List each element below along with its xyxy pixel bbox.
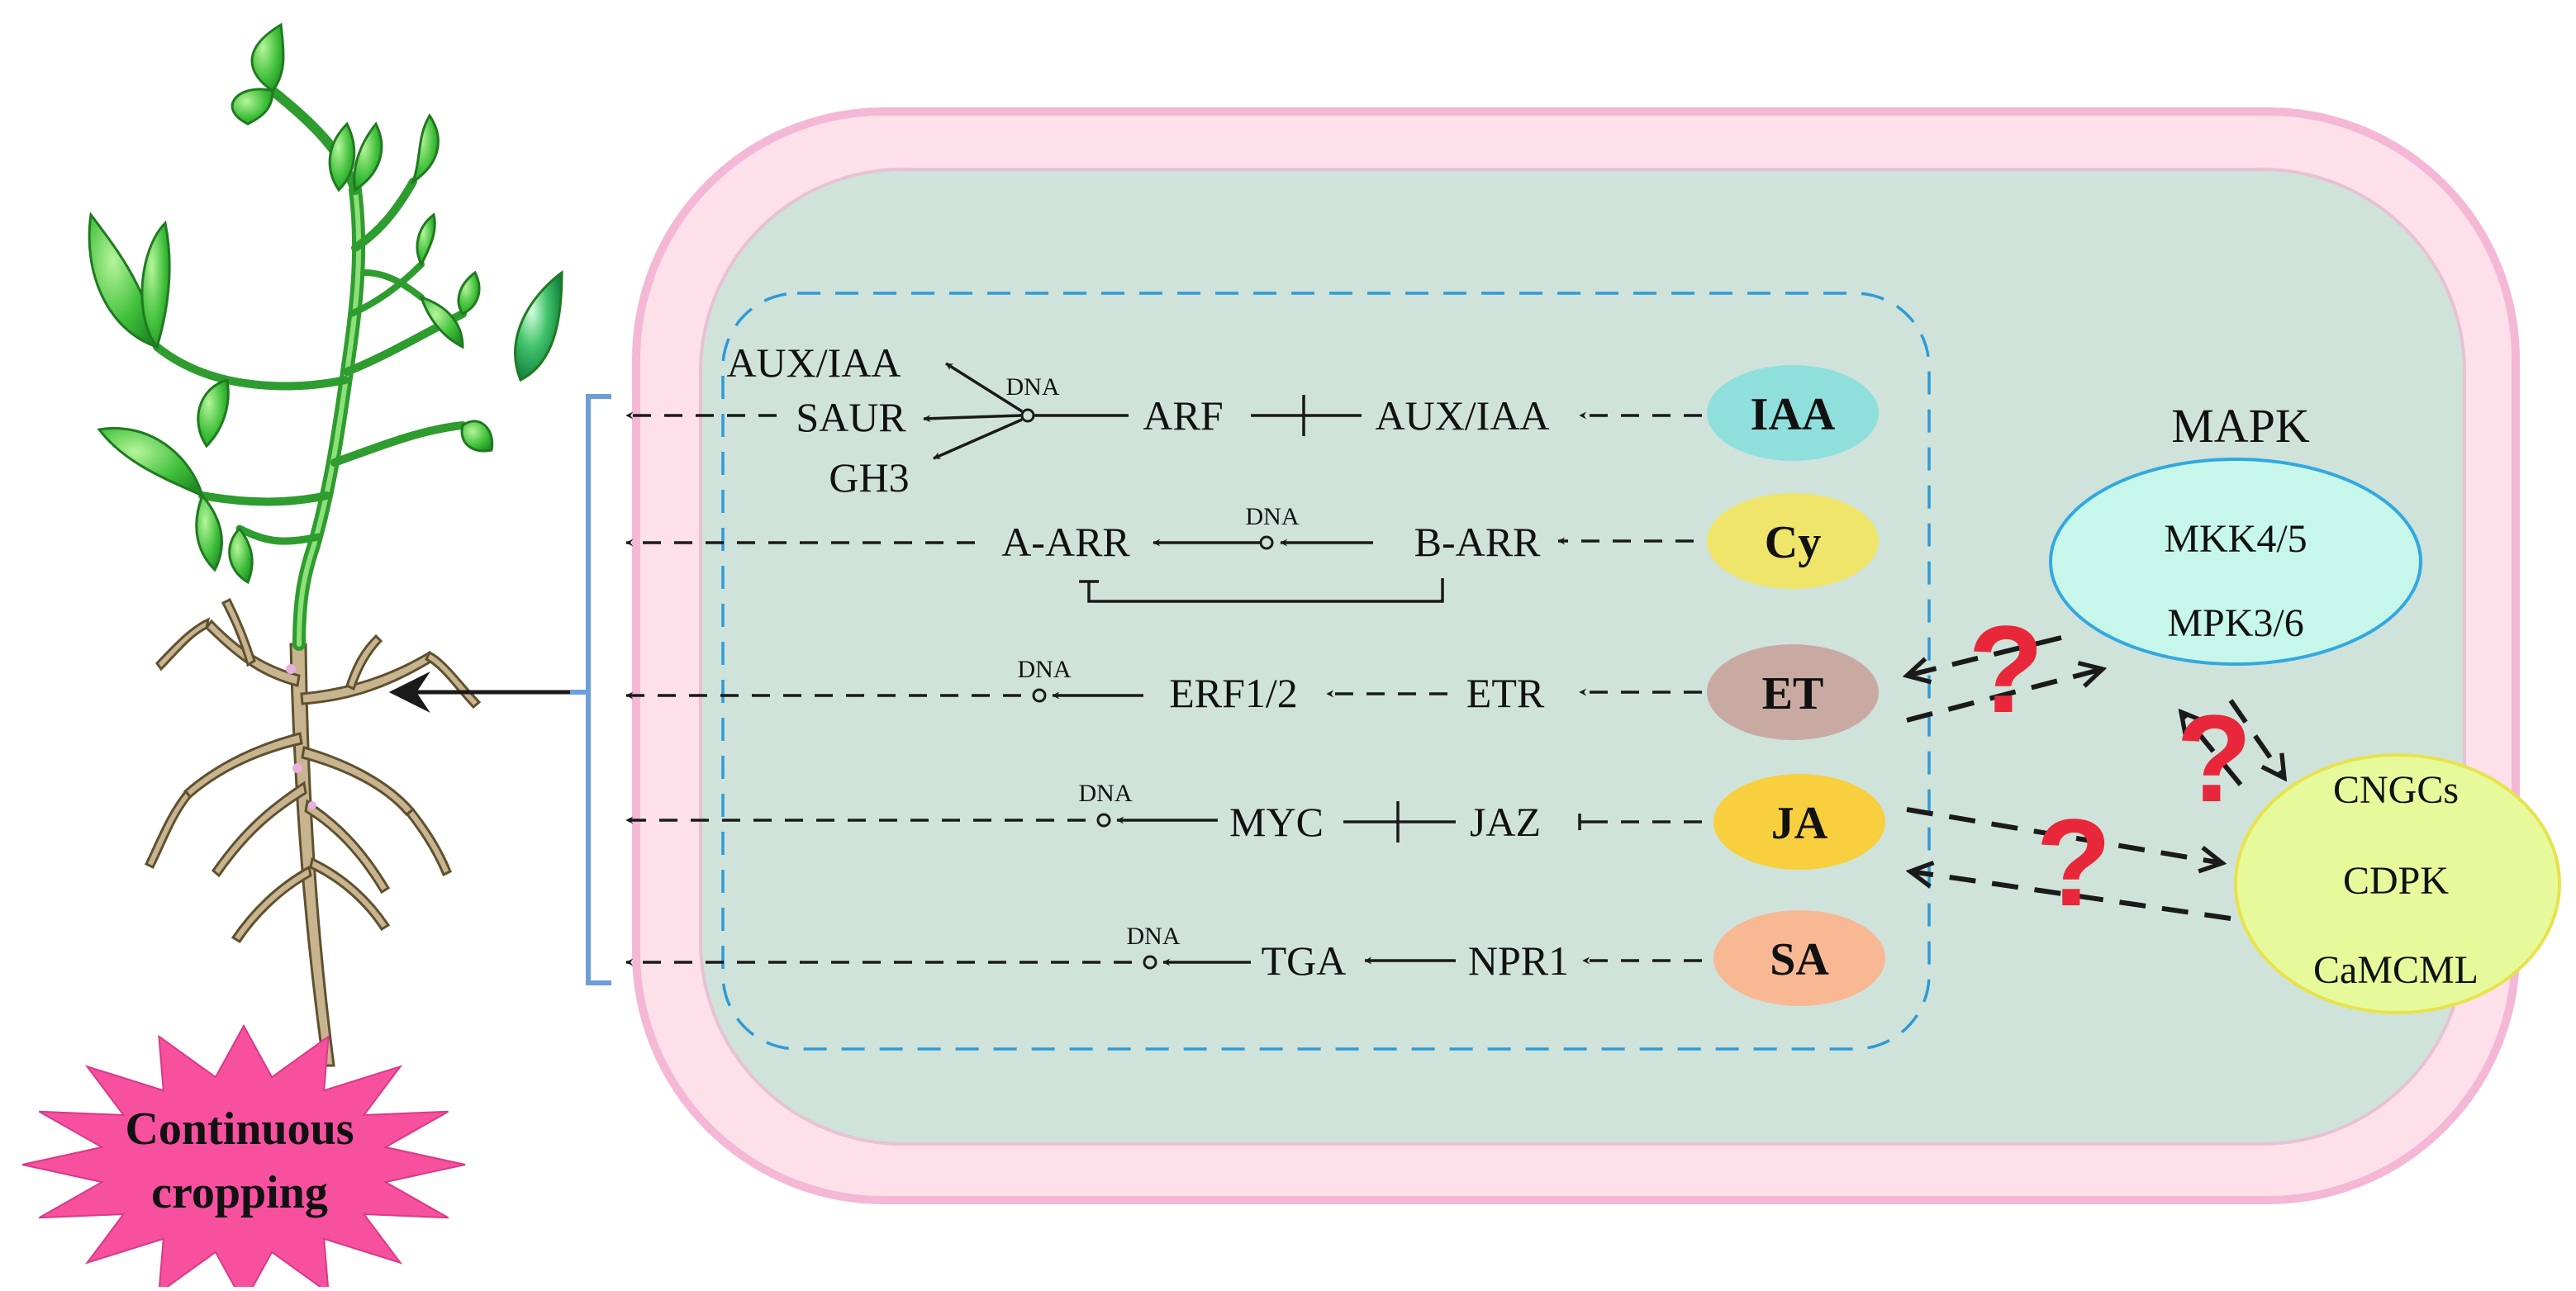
hormone-sa-label: SA: [1770, 934, 1829, 985]
hormone-cy: [1707, 493, 1879, 589]
pathway-cy: B-ARR DNA A-ARR: [625, 503, 1694, 603]
hormone-sa: [1713, 910, 1885, 1006]
iaa-dna-label: DNA: [1006, 373, 1060, 401]
calcium-item-1: CNGCs: [2333, 768, 2459, 812]
cy-dna-label: DNA: [1246, 503, 1300, 530]
calcium-item-3: CaMCML: [2313, 948, 2479, 992]
pathway-iaa: AUX/IAA ARF DNA AUX/IAA SAUR GH3: [625, 339, 1702, 501]
hormone-nodes: IAA Cy ET JA SA: [1707, 365, 1885, 1006]
et-dna-label: DNA: [1018, 656, 1072, 683]
calcium-item-2: CDPK: [2343, 859, 2449, 903]
pathway-et: ETR ERF1/2 DNA: [625, 656, 1702, 716]
et-factor: ERF1/2: [1169, 670, 1298, 716]
plant-illustration: [88, 22, 563, 1067]
sa-factor: TGA: [1262, 937, 1347, 984]
sa-dna-site: [1143, 955, 1157, 970]
ja-dna-label: DNA: [1079, 780, 1133, 807]
pathway-ja: JAZ MYC DNA: [625, 780, 1702, 845]
cytoplasm: [699, 168, 2466, 1146]
ja-receptor: JAZ: [1470, 799, 1541, 845]
mapk-title: MAPK: [2171, 399, 2310, 453]
cy-target: A-ARR: [1001, 519, 1130, 565]
hormone-ja-label: JA: [1771, 798, 1828, 849]
mapk-item-1: MKK4/5: [2164, 517, 2307, 561]
mapk-module: MAPK MKK4/5 MPK3/6: [2049, 399, 2422, 666]
leaves: [88, 22, 563, 585]
et-dna-site: [1032, 688, 1047, 703]
iaa-factor: ARF: [1143, 392, 1223, 439]
stimulus-line2: cropping: [151, 1167, 328, 1218]
cy-feedback-inhibition: [1079, 578, 1444, 603]
calcium-module: CNGCs CDPK CaMCML: [2234, 753, 2561, 1014]
calcium-ellipse: [2234, 753, 2561, 1014]
ja-factor: MYC: [1229, 799, 1324, 845]
cy-receptor: B-ARR: [1414, 519, 1541, 565]
iaa-dna-site: [1020, 408, 1035, 423]
iaa-target-saur: SAUR: [796, 394, 906, 440]
hormone-iaa-label: IAA: [1751, 389, 1836, 440]
response-bracket: [570, 394, 611, 985]
iaa-target-aux: AUX/IAA: [726, 339, 901, 386]
hormone-cy-label: Cy: [1765, 517, 1821, 568]
iaa-target-gh3: GH3: [829, 454, 909, 501]
hormone-et-label: ET: [1762, 668, 1824, 719]
mapk-ellipse: [2049, 458, 2422, 666]
unknown-interactions: ? ? ?: [1968, 600, 2252, 932]
question-mark-icon: ?: [2036, 793, 2112, 932]
sa-dna-label: DNA: [1127, 923, 1181, 950]
continuous-cropping-starburst: [21, 1023, 466, 1291]
question-mark-icon: ?: [2176, 689, 2252, 828]
question-mark-icon: ?: [1968, 600, 2044, 738]
iaa-receptor: AUX/IAA: [1375, 392, 1549, 439]
stimulus-line1: Continuous: [125, 1104, 354, 1155]
stems: [153, 86, 467, 651]
et-receptor: ETR: [1466, 670, 1545, 716]
sa-receptor: NPR1: [1468, 937, 1569, 984]
crosstalk-arrows: [1907, 635, 2284, 921]
hormone-iaa: [1707, 365, 1879, 461]
pathway-sa: NPR1 TGA DNA: [625, 923, 1702, 984]
roots: [145, 597, 482, 1067]
hormone-ja: [1713, 774, 1885, 870]
ja-dna-site: [1096, 813, 1111, 828]
hormone-et: [1707, 644, 1879, 740]
mapk-item-2: MPK3/6: [2167, 601, 2303, 645]
